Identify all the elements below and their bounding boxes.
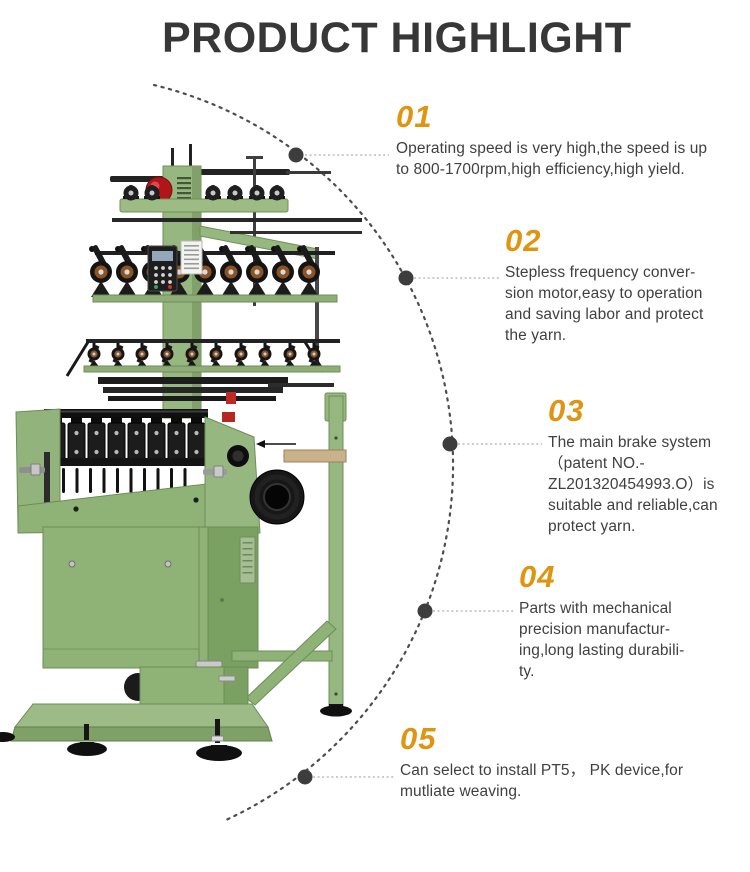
timeline-dots xyxy=(288,147,458,785)
base-plate xyxy=(10,703,273,743)
take-off-table xyxy=(283,449,347,463)
timeline-dot-05 xyxy=(297,769,313,785)
spool-rod-right xyxy=(200,169,290,175)
control-panel xyxy=(147,245,178,292)
timeline-dot-02 xyxy=(398,270,414,286)
feature-number: 01 xyxy=(396,99,433,134)
feature-description: The main brake system （patent NO.- ZL201… xyxy=(548,433,718,535)
feature-number: 02 xyxy=(505,223,542,258)
feature-item-01: 01 Operating speed is very high,the spee… xyxy=(396,99,748,180)
feature-number: 04 xyxy=(519,559,556,594)
spec-label xyxy=(180,240,203,275)
timeline-dot-03 xyxy=(442,436,458,452)
feature-item-03: 03 The main brake system （patent NO.- ZL… xyxy=(548,393,746,537)
timeline-arc-icon xyxy=(152,83,455,822)
feature-description: Stepless frequency conver- sion motor,ea… xyxy=(505,263,704,344)
feature-item-04: 04 Parts with mechanical precision manuf… xyxy=(519,559,731,682)
feature-description: Can select to install PT5， PK device,for… xyxy=(400,761,684,800)
hand-wheel xyxy=(249,469,305,525)
page-title: PRODUCT HIGHLIGHT xyxy=(162,14,632,62)
timeline-dot-01 xyxy=(288,147,304,163)
upper-rail xyxy=(119,198,289,213)
timeline-dot-04 xyxy=(417,603,433,619)
machine-feet xyxy=(0,704,352,761)
weaving-head xyxy=(15,408,261,534)
tension-band-lower xyxy=(65,339,341,377)
feature-description: Operating speed is very high,the speed i… xyxy=(396,139,708,178)
machine xyxy=(0,144,362,761)
feature-number: 05 xyxy=(400,721,437,756)
cabinet xyxy=(42,526,259,669)
feature-number: 03 xyxy=(548,393,585,428)
feature-item-05: 05 Can select to install PT5， PK device,… xyxy=(400,721,748,802)
feature-description: Parts with mechanical precision manufact… xyxy=(519,599,685,680)
connector-lines xyxy=(305,154,542,778)
feature-item-02: 02 Stepless frequency conver- sion motor… xyxy=(505,223,733,346)
arrow-pointer-icon xyxy=(256,440,296,448)
tension-band-upper xyxy=(89,244,338,303)
